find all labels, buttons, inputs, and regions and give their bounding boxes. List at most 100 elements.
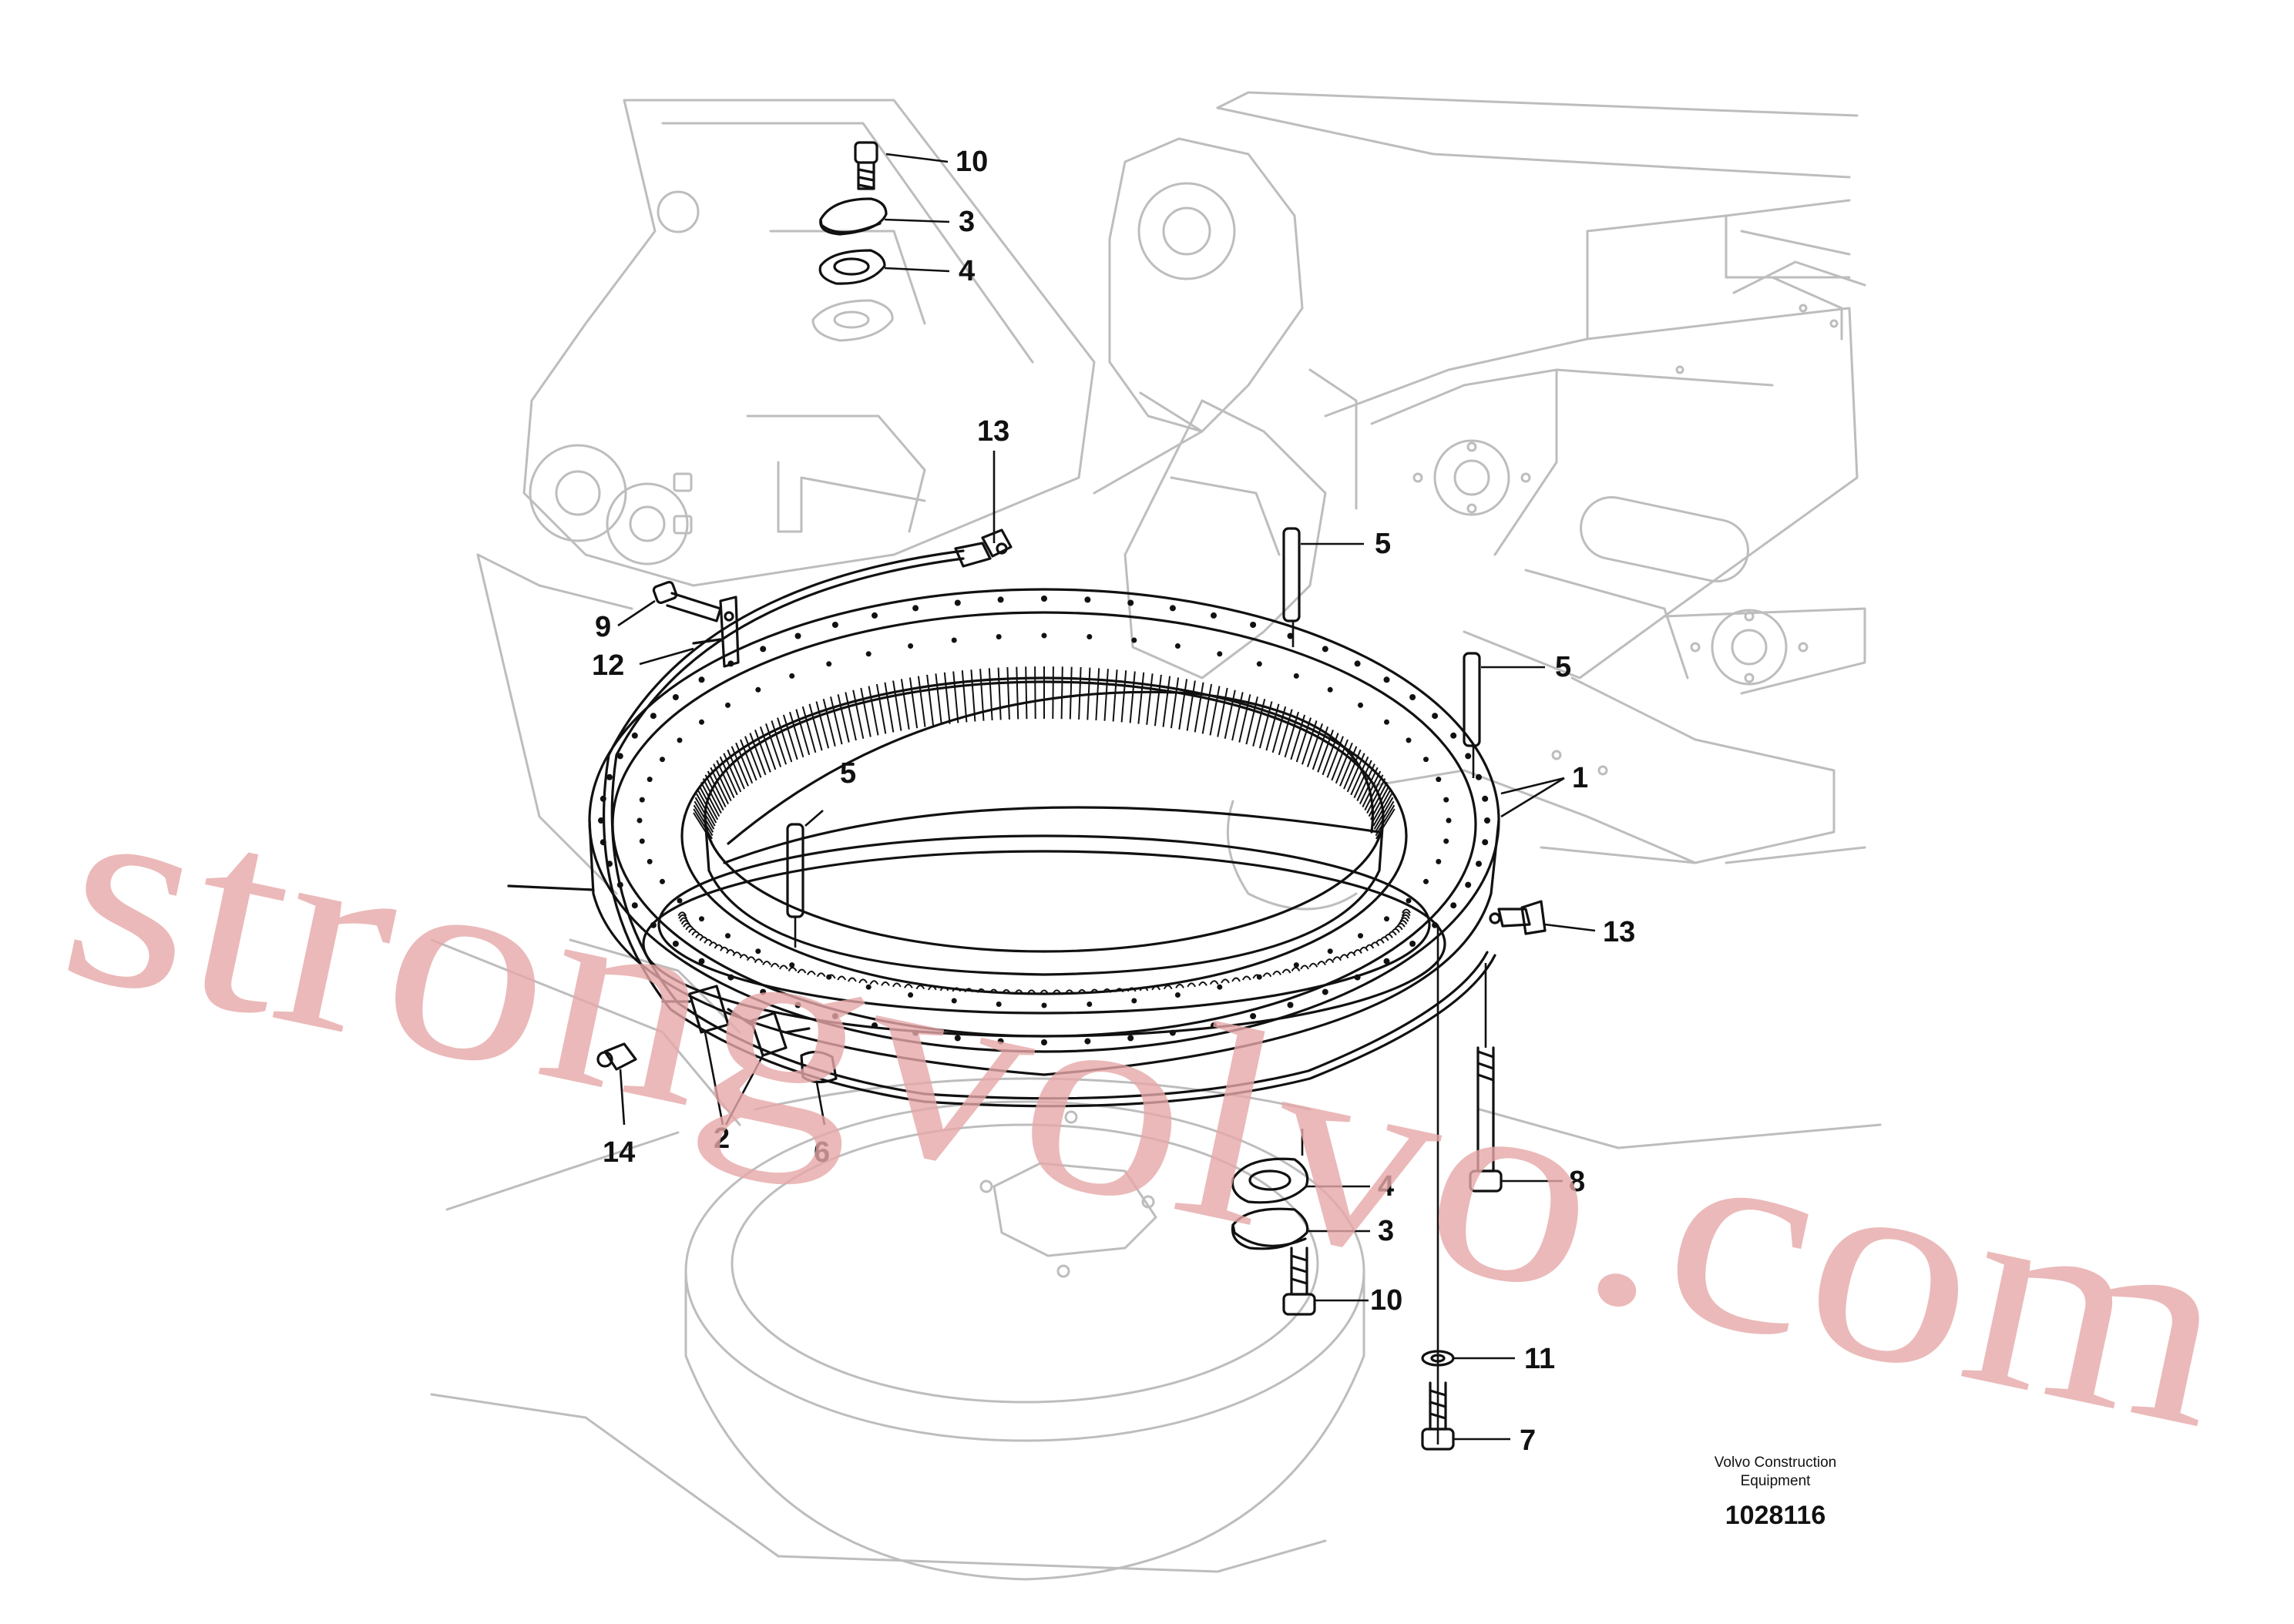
ring-bolt-hole <box>1450 902 1457 909</box>
gear-tooth <box>1339 746 1358 787</box>
callout-5-c: 5 <box>840 757 856 790</box>
gear-tooth <box>892 982 902 988</box>
gear-tooth <box>693 812 713 843</box>
ring-bolt-hole <box>1476 773 1482 780</box>
ring-bolt-hole <box>1409 941 1416 947</box>
ring-bolt-hole <box>1354 974 1361 981</box>
lower-bolt-10 <box>1282 1247 1316 1316</box>
ring-bolt-hole-inner <box>996 634 1002 639</box>
ring-bolt-hole <box>1322 646 1328 653</box>
gear-tooth <box>900 679 910 730</box>
ring-bolt-hole <box>606 861 613 867</box>
gear-tooth <box>1040 989 1049 995</box>
ring-bolt-hole <box>616 753 623 760</box>
gear-tooth <box>988 668 993 721</box>
gear-tooth <box>926 674 935 726</box>
gear-tooth <box>1258 701 1273 749</box>
gear-tooth <box>1016 666 1019 720</box>
gear-tooth <box>1353 949 1362 955</box>
gear-tooth <box>1245 696 1258 745</box>
watermark-text: strongvolvo.com <box>42 729 2254 1487</box>
ring-bolt-hole-inner <box>951 637 957 643</box>
gear-tooth <box>770 962 780 968</box>
gear-tooth <box>1375 808 1396 840</box>
ring-bolt-hole <box>1211 1022 1217 1029</box>
gear-tooth <box>830 696 843 745</box>
ring-bolt-hole <box>954 1035 961 1042</box>
gear-tooth <box>1002 988 1011 994</box>
gear-tooth <box>704 774 724 811</box>
gear-tooth <box>726 949 735 955</box>
ring-bolt-hole <box>1476 861 1482 867</box>
gear-tooth <box>1312 726 1329 770</box>
gear-tooth <box>858 978 868 984</box>
gear-tooth <box>1278 709 1293 756</box>
gear-tooth <box>759 726 777 770</box>
ring-bolt-hole <box>1482 839 1489 846</box>
gear-tooth <box>808 703 823 751</box>
ring-bolt-hole <box>1322 988 1328 995</box>
gear-tooth <box>697 789 717 824</box>
gear-tooth <box>869 980 879 985</box>
gear-tooth <box>698 785 719 820</box>
gear-tooth <box>1078 666 1082 720</box>
gear-tooth <box>1127 987 1137 992</box>
callout-1: 1 <box>1572 762 1588 794</box>
gear-tooth <box>1346 753 1365 793</box>
gear-tooth <box>1372 793 1392 827</box>
ring-bolt-hole-inner <box>1256 661 1262 667</box>
gear-tooth <box>1252 974 1262 979</box>
gear-tooth <box>1375 804 1396 837</box>
ring-bolt-hole-inner <box>1131 637 1137 643</box>
ring-bolt-hole <box>760 988 767 995</box>
bolt-9 <box>652 581 722 622</box>
gear-tooth <box>713 763 732 802</box>
gear-tooth <box>719 756 738 796</box>
ring-bolt-hole <box>954 599 961 606</box>
ring-bolt-hole-inner <box>639 838 645 844</box>
gear-tooth <box>739 954 749 959</box>
ring-bolt-hole-inner <box>1443 838 1449 844</box>
gear-tooth <box>1284 711 1299 758</box>
gear-tooth <box>1317 730 1334 773</box>
grease-pipe-5b <box>1463 652 1481 747</box>
gear-tooth <box>976 988 986 993</box>
gear-tooth <box>1112 669 1118 722</box>
gear-tooth <box>845 692 857 741</box>
callout-11: 11 <box>1524 1343 1555 1375</box>
top-flange-ghost <box>811 299 894 342</box>
gear-tooth <box>826 974 836 979</box>
gear-tooth <box>852 690 865 740</box>
gear-tooth <box>1175 983 1184 988</box>
gear-tooth <box>989 988 999 994</box>
gear-tooth <box>1402 908 1411 914</box>
ring-bolt-hole-inner <box>908 992 914 998</box>
ring-bolt-hole <box>1409 694 1416 700</box>
gear-tooth <box>1194 682 1204 733</box>
gear-tooth <box>693 808 713 840</box>
ring-bolt-hole-inner <box>1087 1002 1093 1007</box>
ring-bolt-hole-inner <box>660 757 665 763</box>
gear-tooth <box>909 677 919 729</box>
gear-tooth <box>807 970 816 975</box>
hose-end-6 <box>800 1050 838 1084</box>
callout-7: 7 <box>1520 1424 1536 1457</box>
gear-tooth <box>702 778 722 814</box>
ring-bolt-hole-inner <box>755 948 761 955</box>
gear-tooth <box>1060 666 1063 720</box>
gear-tooth <box>708 941 718 947</box>
gear-tooth <box>1308 962 1318 968</box>
gear-tooth <box>694 797 715 830</box>
ring-bolt-hole <box>1383 676 1390 683</box>
gear-tooth <box>1224 690 1236 740</box>
gear-tooth <box>771 720 788 765</box>
ring-bolt-hole-inner <box>1327 686 1333 693</box>
ring-bolt-hole <box>631 902 638 909</box>
gear-tooth <box>754 958 764 964</box>
ring-bolt-hole <box>727 974 734 981</box>
gear-tooth <box>1201 683 1213 734</box>
ring-bolt-hole <box>912 605 919 612</box>
callout-10-bottom: 10 <box>1370 1284 1402 1317</box>
ring-bolt-hole <box>698 676 705 683</box>
ring-bolt-hole-inner <box>1423 878 1429 884</box>
